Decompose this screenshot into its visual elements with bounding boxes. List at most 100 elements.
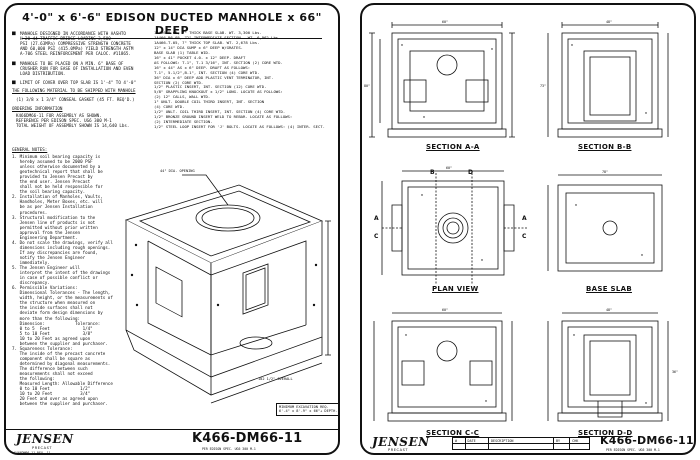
ordering-heading: ORDERING INFORMATION (12, 106, 63, 111)
left-drawing-sheet: 4'-0" x 6'-6" EDISON DUCTED MANHOLE x 66… (4, 3, 340, 455)
parts-list-line: SECTION (2) CORE WTD. (154, 79, 204, 85)
design-note-line: MANHOLE DESIGNED IN ACCORDANCE WITH AASH… (20, 31, 126, 36)
right-drawing-sheet: 60" 80" 48" 73" 60" 78" 60" 48" 36" SECT… (360, 3, 696, 455)
general-note-line: discrepancy. (12, 280, 50, 286)
ordering-lines: K466DM66-11 FOR ASSEMBLY AS SHOWN.REFERE… (16, 113, 129, 128)
design-note-line: LOAD DISTRIBUTION. (20, 71, 66, 77)
dim-plan-width: 60" (446, 166, 452, 170)
shipped-heading: THE FOLLOWING MATERIAL TO BE SHIPPED WIT… (12, 88, 136, 93)
title-block-divider (6, 429, 338, 430)
jensen-logo-sub-right: PRECAST (388, 448, 409, 452)
general-note-line: the inside surfaces shall not (12, 305, 93, 311)
drawing-number: K466-DM66-11 (192, 431, 303, 446)
parts-list-line: 16" x 44" AS x 6" DEEP. DRAFT AS FOLLOWS… (154, 64, 251, 70)
general-note-line: measurements shall not exceed (12, 371, 93, 377)
parts-list-line: (2) 12" CALLS, WALL WTD. (154, 94, 211, 100)
manhole-isometric-drawing (124, 174, 331, 404)
plan-marker-b: B (430, 169, 435, 176)
general-note-line: width, height, or the measurements of (12, 295, 113, 301)
parts-list-line: 1/2" STEEL LOOP INSERT FOR 'J' BOLTS. LO… (154, 124, 325, 130)
general-note-line: more than the following: (12, 315, 81, 321)
general-note-line: Dimensional Tolerances - The length, (12, 290, 111, 296)
section-a-a-label: SECTION A-A (426, 143, 480, 151)
parts-list-line: T-1", 5-1/2",B-1", INT. SECTION (4) CORE… (154, 69, 260, 75)
parts-list-line: BASE SLAB (1) TABLE WID. (154, 49, 211, 55)
general-note-line: determined by diagonal measurements. (12, 360, 111, 366)
dim-base-width: 78" (602, 170, 608, 174)
parts-list-line: 1A466-T-05, 7" THICK TOP SLAB. WT. 2,678… (154, 39, 260, 45)
design-notes-text-1: MANHOLE DESIGNED IN ACCORDANCE WITH AASH… (20, 31, 133, 56)
drawing-number-right: K466-DM66-11 (600, 434, 694, 447)
excavation-callout: MINIMUM EXCAVATION REQ.6'-4" x 8'-9" x 6… (276, 403, 338, 416)
general-notes: 1. Minimum soil bearing capacity is here… (12, 154, 113, 406)
general-note-line: dimensions including rough openings. (12, 244, 111, 250)
general-note-line: Jensen line of products is not (12, 219, 96, 225)
excavation-line: MINIMUM EXCAVATION REQ. (279, 405, 329, 409)
base-slab-label: BASE SLAB (586, 285, 632, 293)
general-note-line: Handholes, Meter Boxes, etc. will (12, 199, 103, 205)
parts-list-line: 5/8" GRAPPLING KNOCKOUT x 1/2" LONG. LOC… (154, 89, 283, 95)
general-note-line: 10 to 20 Feet as agreed upon (12, 335, 91, 341)
design-note-line: AND 60,000 PSI (415.0MPa) YIELD STRENGTH… (20, 46, 134, 52)
dim-a-height: 80" (364, 84, 370, 88)
general-note-line: 2. Installation of Manholes, Vaults, (12, 194, 103, 200)
drawing-subtitle-right: PER EDISON SPEC. UG6 300 M-1 (606, 448, 660, 452)
cover-limit-note: LIMIT OF COVER OVER TOP SLAB IS 1'-4" TO… (20, 80, 136, 85)
general-note-line: The inside of the precast concrete (12, 350, 106, 356)
general-note-line: 0 to 5 Feet 1/4" (12, 325, 93, 331)
general-note-line: 0 to 10 Feet 1/2" (12, 386, 91, 392)
parts-list-line: 16" x 41" POCKET 4.0. x 12" DEEP. DRAFT (154, 54, 246, 60)
general-note-line: the following: (12, 376, 55, 382)
parts-list-line: 1/2" PLASTIC INSERT, INT. SECTION (12) C… (154, 84, 267, 90)
footer-rev: K466DM66-11 REV. 11 (14, 451, 51, 455)
general-note-line: procedures. (12, 209, 48, 215)
parts-list-line: (2) INTERMEDIATE SECTION. (154, 119, 213, 125)
general-note-line: the end user. Jensen Precast (12, 179, 91, 185)
general-note-line: geotechnical report that shall be (12, 169, 103, 175)
jensen-logo: JENSEN (16, 432, 74, 446)
revision-empty-row (452, 443, 590, 450)
design-note-line: CRUSHER RUN FOR EASE OF INSTALLATION AND… (20, 66, 134, 72)
general-note-line: provided to Jensen Precast by (12, 174, 93, 180)
parts-list-line: AS FOLLOWS: T-1", T-1 3/16", INT. SECTIO… (154, 59, 283, 65)
general-note-line: 10 to 20 Feet 3/4" (12, 391, 91, 397)
general-note-line: notify the Jensen Engineer (12, 254, 86, 260)
general-note-line: approval from the Jensen (12, 229, 81, 235)
section-d-d-label: SECTION D-D (578, 429, 633, 437)
ordering-line: REFERENCE PER EDISON SPEC. UG6 300 M-1 (16, 118, 112, 124)
general-notes-heading: GENERAL NOTES: (12, 147, 48, 152)
general-note-line: Dimension: Tolerance: (12, 320, 101, 326)
plan-marker-d: D (468, 169, 474, 176)
jensen-logo-right: JENSEN (372, 435, 430, 449)
dim-d-height: 36" (672, 370, 678, 374)
general-note-line: permitted without prior written (12, 224, 98, 230)
parts-list-line: 1/2" UNLT. COIL THIRD INSERT, INT. SECTI… (154, 109, 286, 115)
general-note-line: be as per Jensen Installation (12, 204, 93, 210)
general-note-line: 5. The Jensen Engineer will (12, 265, 81, 271)
parts-list-line: 12" x 14" DIA SUMP x 6" DEEP W/GRATES. (154, 44, 244, 50)
general-note-line: 5 to 10 Feet 3/8" (12, 330, 93, 336)
dim-a-width: 60" (442, 20, 448, 24)
ordering-line: K466DM66-11 FOR ASSEMBLY AS SHOWN. (16, 113, 102, 118)
general-note-line: interpret the intent of the drawings (12, 270, 111, 276)
dim-d-width: 48" (606, 308, 612, 312)
general-note-line: the structure when measured on (12, 300, 96, 306)
general-note-line: shall not be held responsible for (12, 184, 103, 190)
design-notes-text-2: MANHOLE TO BE PLACED ON A MIN. 6" BASE O… (20, 61, 133, 76)
design-note-line: MANHOLE TO BE PLACED ON A MIN. 6" BASE O… (20, 61, 124, 66)
parts-list-line: 1" UNLT. DOUBLE COIL THIRD INSERT, INT. … (154, 99, 265, 105)
general-note-line: Measured Length: Allowable Difference (12, 381, 113, 387)
general-note-line: in case of possible conflict or (12, 275, 98, 281)
revision-table: # DATE DESCRIPTION BY CHK (452, 437, 590, 450)
section-views-drawing: 60" 80" 48" 73" 60" 78" 60" 48" 36" (364, 20, 678, 422)
section-b-b-label: SECTION B-B (578, 143, 632, 151)
design-note-line: PSI (27.63MPa) COMPRESSIVE STRENGTH CONC… (20, 41, 131, 47)
dim-b-height: 73" (540, 84, 546, 88)
general-note-line: 1. Minimum soil bearing capacity is (12, 154, 101, 159)
design-note-line: A-706 STEEL REINFORCEMENT PER CALOC. #11… (20, 51, 131, 57)
sheet-title: 4'-0" x 6'-6" EDISON DUCTED MANHOLE x 66… (6, 11, 338, 39)
jensen-logo-sub: PRECAST (32, 446, 53, 450)
plan-marker-a-right: A (522, 215, 527, 222)
general-note-line: deviate form design dimensions by (12, 310, 103, 316)
general-note-line: 3. Structural modification to the (12, 214, 96, 220)
